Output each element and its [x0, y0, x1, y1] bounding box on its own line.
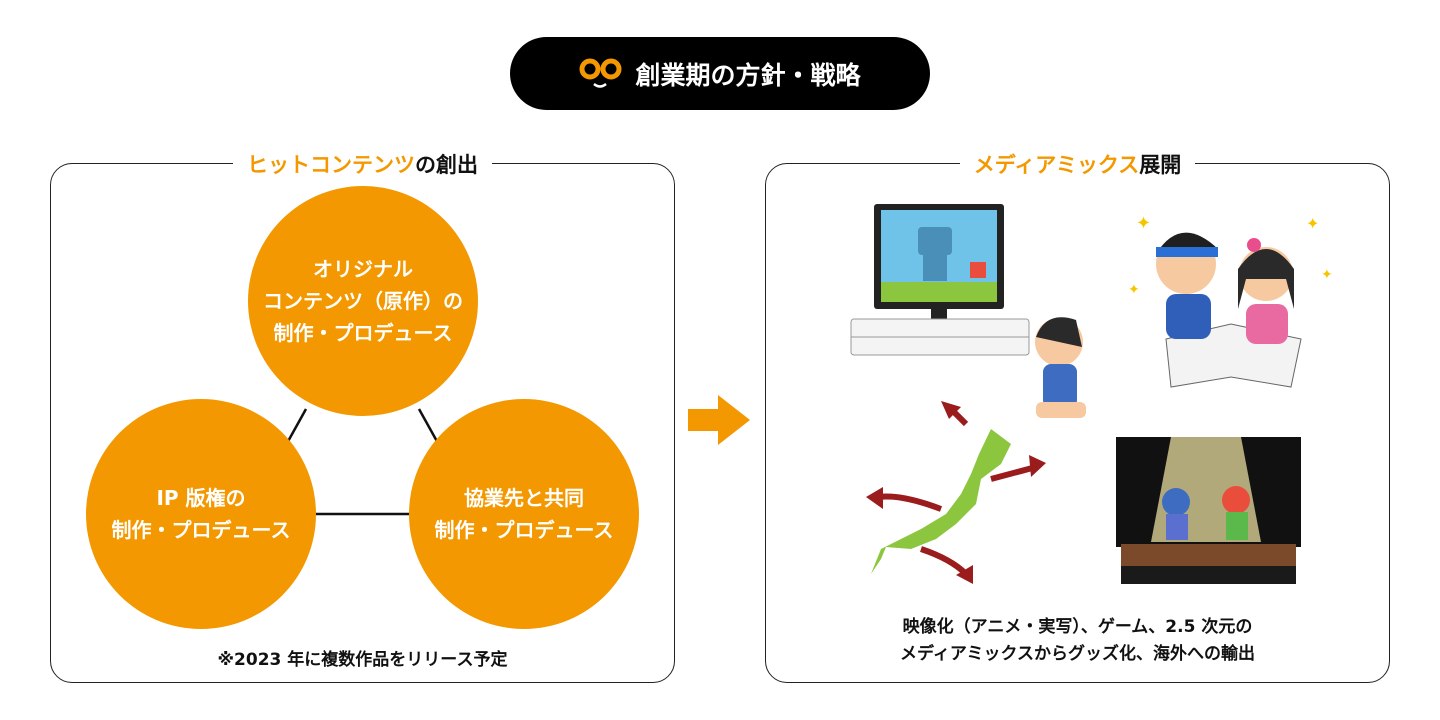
- circle-text: コンテンツ（原作）の: [263, 289, 463, 313]
- circle-text: オリジナル: [313, 257, 413, 281]
- original-content-circle: オリジナル コンテンツ（原作）の 制作・プロデュース: [248, 186, 478, 416]
- release-note: ※2023 年に複数作品をリリース予定: [217, 650, 508, 670]
- circle-text: 協業先と共同: [464, 486, 584, 510]
- circle-text: 制作・プロデュース: [273, 321, 453, 345]
- co-production-circle: 協業先と共同 制作・プロデュース: [409, 399, 639, 629]
- panel-title: ヒットコンテンツの創出: [51, 149, 674, 179]
- title-accent: ヒットコンテンツ: [247, 153, 415, 177]
- caption-line: メディアミックスからグッズ化、海外への輸出: [900, 644, 1255, 664]
- hit-content-panel: ヒットコンテンツの創出 オリジナル コンテンツ（原作）の 制作・プロデュース I…: [50, 153, 675, 683]
- svg-text:✦: ✦: [1136, 213, 1151, 234]
- manga-characters-illustration: ✦ ✦ ✦ ✦: [1128, 213, 1333, 388]
- right-arrow-icon: [688, 395, 750, 445]
- media-mix-caption: 映像化（アニメ・実写）、ゲーム、2.5 次元の メディアミックスからグッズ化、海…: [766, 614, 1389, 668]
- panel-title: メディアミックス展開: [766, 149, 1389, 179]
- glasses-smile-logo-icon: [579, 58, 622, 88]
- ip-rights-circle: IP 版権の 制作・プロデュース: [86, 399, 316, 629]
- circle-text: IP 版権の: [156, 486, 246, 510]
- media-mix-panel: メディアミックス展開 ✦ ✦ ✦ ✦: [765, 153, 1390, 683]
- title-rest: 展開: [1139, 153, 1182, 177]
- tv-anime-illustration: [850, 204, 1086, 418]
- svg-text:✦: ✦: [1128, 282, 1140, 298]
- circle-text: 制作・プロデュース: [434, 518, 614, 542]
- svg-text:✦: ✦: [1321, 267, 1333, 283]
- stage-play-illustration: [1116, 437, 1301, 584]
- title-rest: の創出: [415, 153, 478, 177]
- page-title: 創業期の方針・戦略: [635, 60, 861, 90]
- caption-line: 映像化（アニメ・実写）、ゲーム、2.5 次元の: [902, 617, 1253, 637]
- svg-text:✦: ✦: [1306, 214, 1319, 233]
- title-accent: メディアミックス: [973, 153, 1140, 177]
- japan-export-map-illustration: [866, 401, 1046, 584]
- circle-text: 制作・プロデュース: [111, 518, 291, 542]
- header-pill: 創業期の方針・戦略: [510, 37, 930, 110]
